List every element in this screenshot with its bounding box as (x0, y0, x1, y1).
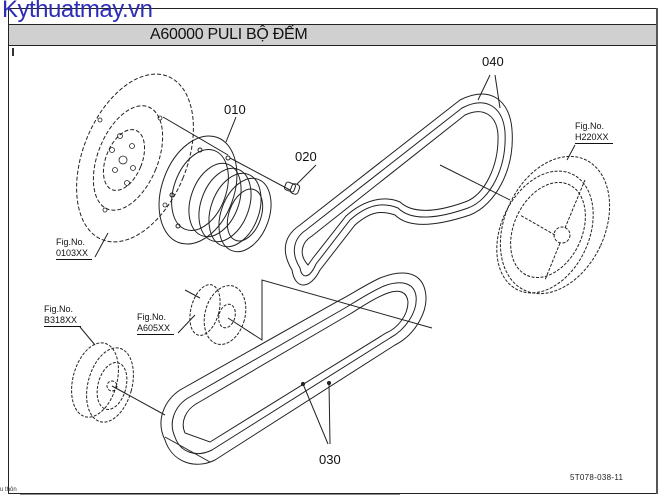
leader-line (162, 116, 229, 156)
bolt-020 (283, 181, 301, 195)
fig-ref-code: A605XX (137, 323, 175, 335)
callout-010: 010 (224, 102, 246, 117)
tension-pulley (71, 342, 134, 423)
fig-ref-code: B318XX (44, 315, 82, 327)
fig-ref-0103: Fig.No. 0103XX (56, 237, 93, 260)
leader-0103 (94, 232, 109, 258)
flywheel-part (76, 73, 194, 243)
flywheel-bolt-holes (97, 115, 168, 213)
diagram-frame (8, 8, 658, 494)
leader-040 (477, 74, 491, 101)
idler-pulley (189, 284, 247, 345)
fig-ref-b318: Fig.No. B318XX (44, 304, 82, 327)
fig-ref-h220: Fig.No. H220XX (575, 121, 613, 144)
belt-030 (160, 272, 427, 465)
belt-040 (284, 93, 513, 286)
leader-010 (225, 116, 237, 143)
leader-030 (302, 383, 329, 445)
leader-030 (328, 382, 331, 445)
fan-pulley (496, 155, 611, 295)
callout-040: 040 (482, 54, 504, 69)
fig-ref-code: 0103XX (56, 248, 93, 260)
fig-ref-label: Fig.No. (575, 121, 605, 131)
callout-030: 030 (319, 452, 341, 467)
site-watermark: Kythuatmay.vn (2, 0, 153, 23)
crank-pulley-010 (158, 135, 272, 253)
fig-ref-a605: Fig.No. A605XX (137, 312, 175, 335)
leader-line (184, 279, 433, 341)
footer-line (20, 494, 400, 495)
leader-line (229, 157, 291, 191)
fig-ref-label: Fig.No. (56, 237, 86, 247)
leader-040 (494, 74, 501, 109)
leader-line (164, 436, 211, 463)
diagram-title: A60000 PULI BỘ ĐẾM (150, 26, 308, 43)
drawing-id: 5T078-038-11 (570, 473, 624, 482)
fig-ref-label: Fig.No. (44, 304, 74, 314)
footer-text: u thôn (0, 487, 17, 493)
leader-020 (296, 164, 317, 185)
leader-line (111, 385, 166, 416)
callout-020: 020 (295, 149, 317, 164)
frame-tick (12, 48, 14, 56)
frame-right-edge (656, 8, 658, 494)
fig-ref-label: Fig.No. (137, 312, 167, 322)
leader-h220 (566, 144, 576, 161)
leader-a605 (177, 314, 196, 334)
fig-ref-code: H220XX (575, 132, 613, 144)
leader-b318 (79, 326, 96, 346)
leader-line (439, 164, 511, 201)
